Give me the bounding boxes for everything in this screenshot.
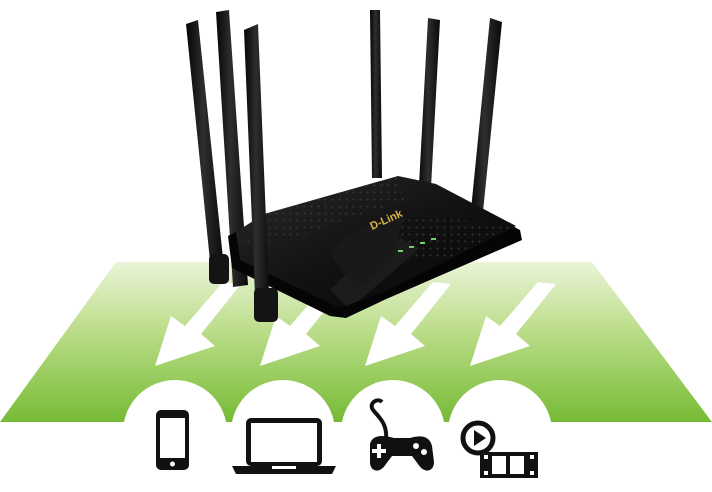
status-led — [431, 238, 436, 240]
antenna-4 — [370, 10, 382, 178]
signal-arrow — [155, 282, 241, 366]
antenna-2 — [216, 10, 248, 287]
antennas — [186, 10, 502, 287]
antenna-3 — [244, 24, 270, 320]
gamepad-icon — [369, 398, 434, 471]
laptop-icon — [232, 418, 336, 474]
smartphone-icon — [156, 410, 189, 470]
video-play-film-icon — [460, 420, 538, 478]
antenna-1 — [186, 20, 224, 271]
status-leds — [398, 238, 436, 252]
status-led — [409, 246, 414, 248]
status-led — [420, 242, 425, 244]
status-led — [398, 250, 403, 252]
signal-arrow — [470, 282, 556, 366]
antenna-6 — [470, 18, 502, 222]
signal-arrow — [365, 282, 451, 366]
antenna-5 — [418, 18, 440, 206]
router-body: D-Link — [228, 176, 522, 318]
